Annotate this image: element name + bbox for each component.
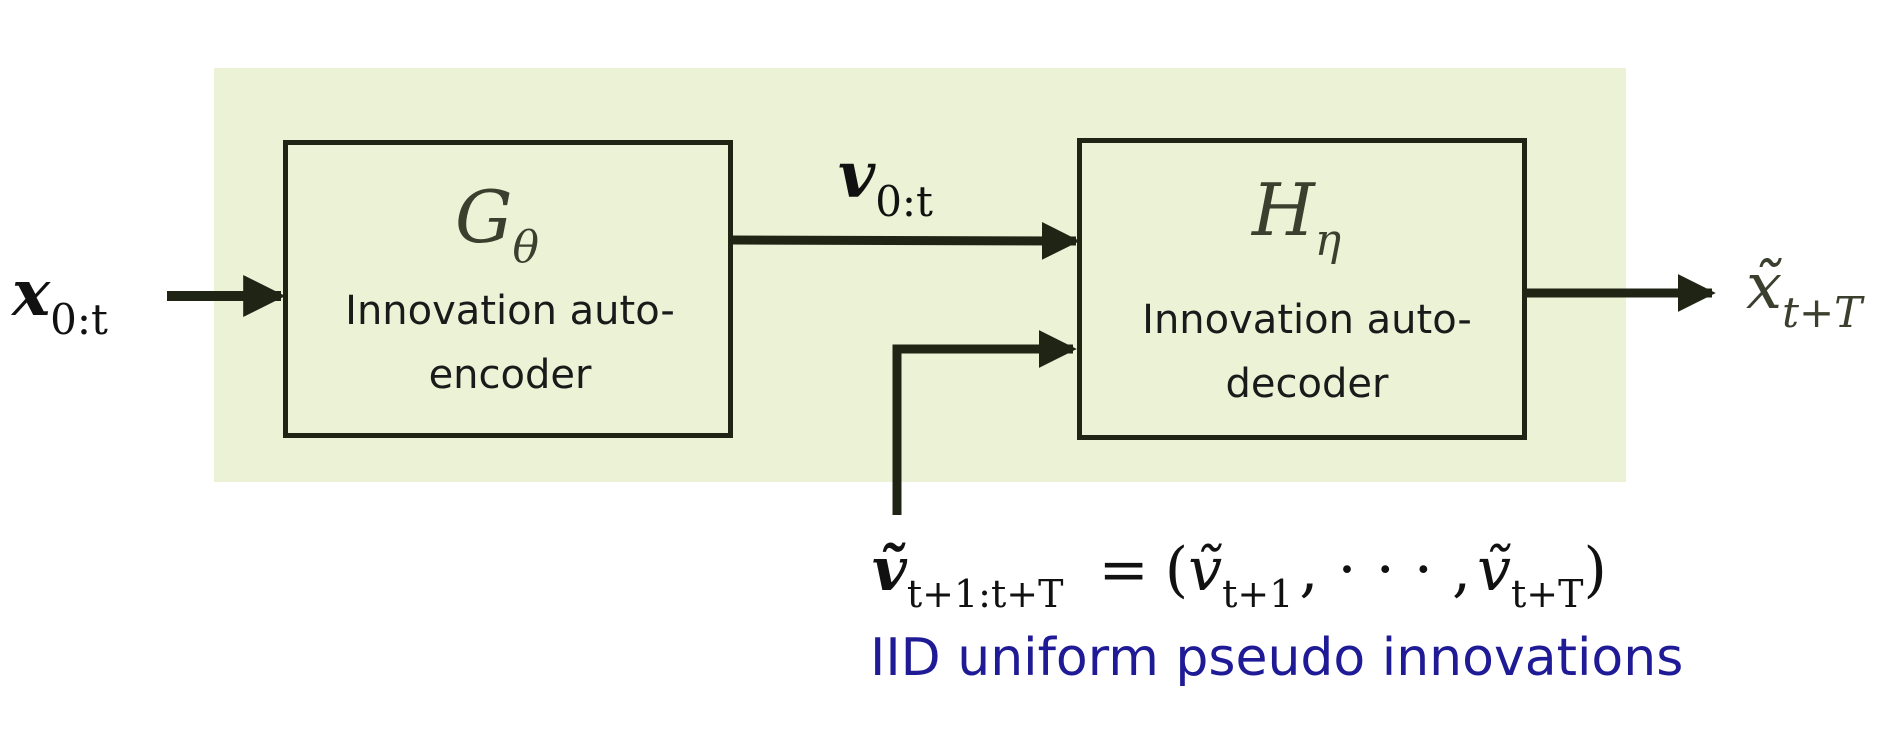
pseudo-lhs-subscript: t+1:t+T [906, 572, 1064, 617]
encoder-symbol-subscript: θ [512, 221, 540, 273]
input-symbol: x0:t [12, 256, 108, 344]
decoder-label: Innovation auto- decoder [1097, 288, 1517, 416]
pseudo-lhs-letter: ṽ [872, 535, 907, 605]
pseudo-last-subscript: t+T [1510, 572, 1584, 617]
decoder-symbol-subscript: η [1314, 214, 1342, 266]
latent-symbol: v0:t [838, 138, 933, 226]
pseudo-last-letter: ṽ [1477, 535, 1511, 605]
encoder-label-line2: encoder [428, 352, 592, 398]
decoder-symbol: Hη [1252, 168, 1341, 266]
latent-arrow [732, 222, 1080, 260]
output-symbol: x̃t+T [1746, 250, 1862, 337]
pseudo-first-letter: ṽ [1188, 535, 1223, 605]
encoder-symbol-letter: G [455, 175, 513, 259]
latent-symbol-subscript: 0:t [875, 176, 933, 226]
input-symbol-subscript: 0:t [50, 294, 108, 344]
pseudo-equals: = [1098, 535, 1149, 605]
pseudo-separator: , · · · , [1299, 535, 1472, 605]
input-symbol-letter: x [12, 256, 51, 331]
decoder-label-line1: Innovation auto- [1142, 297, 1472, 343]
pseudo-innovation-equation: ṽt+1:t+T =(ṽt+1, · · · ,ṽt+T) [872, 535, 1607, 616]
latent-symbol-letter: v [838, 138, 876, 213]
encoder-symbol: Gθ [455, 175, 539, 273]
pseudo-innovation-arrow [892, 330, 1077, 515]
decoder-label-line2: decoder [1225, 361, 1389, 407]
encoder-label: Innovation auto- encoder [300, 279, 720, 407]
pseudo-open-paren: ( [1164, 535, 1189, 605]
decoder-box [1077, 138, 1527, 440]
encoder-label-line1: Innovation auto- [345, 288, 675, 334]
decoder-symbol-letter: H [1252, 168, 1315, 252]
encoder-box [283, 140, 733, 438]
pseudo-innovation-caption: IID uniform pseudo innovations [870, 628, 1684, 688]
output-symbol-subscript: t+T [1782, 287, 1863, 337]
pseudo-first-subscript: t+1 [1222, 572, 1294, 617]
output-symbol-letter: x̃ [1746, 250, 1783, 324]
pseudo-close-paren: ) [1583, 535, 1607, 605]
